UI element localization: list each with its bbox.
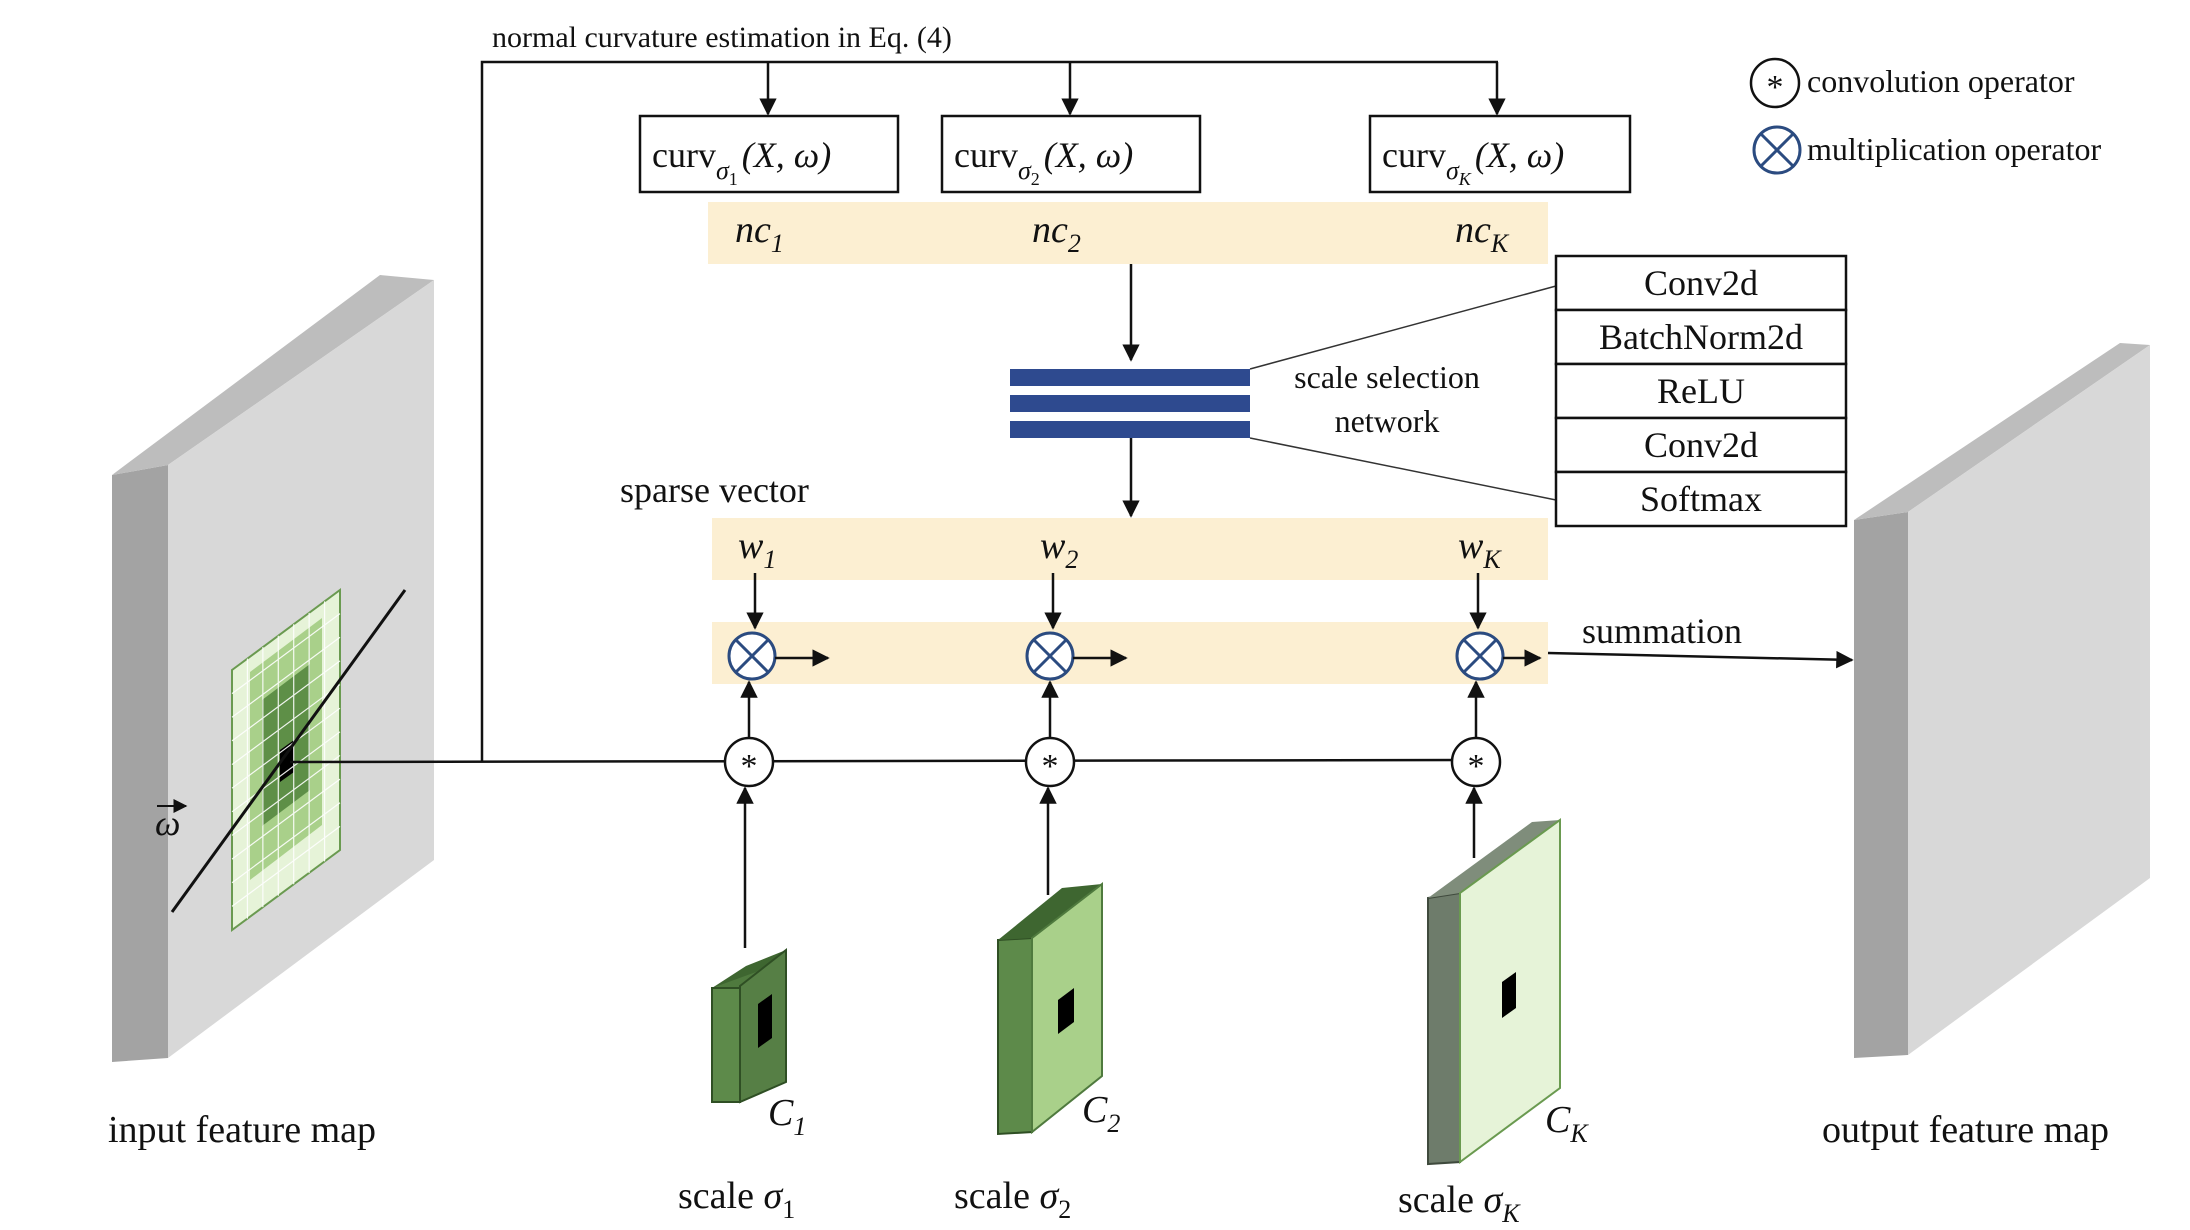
multiplier-2 <box>1025 631 1075 681</box>
zoom-line-top <box>1249 285 1557 370</box>
curv-k-sub: σ <box>1446 156 1460 185</box>
convolution-legend-symbol: * <box>1767 69 1784 106</box>
scale-label-2: scale σ2 <box>954 1175 1071 1224</box>
network-bar-1 <box>1010 369 1250 386</box>
layer-label-softmax: Softmax <box>1640 479 1762 519</box>
kernel-c1 <box>711 947 787 1104</box>
grid-line-horizontal <box>231 778 341 860</box>
grid-line-horizontal <box>231 731 341 813</box>
kernel-label-ck: CK <box>1545 1099 1589 1148</box>
input-receptive-field <box>231 588 341 932</box>
feedback-left <box>480 60 1498 762</box>
curv-box-1: curvσ1(X, ω) <box>638 114 900 194</box>
curv-2-args: (X, ω) <box>1044 135 1133 175</box>
curv-k-subsub: K <box>1458 169 1472 189</box>
output-map-top <box>1854 343 2150 520</box>
legend: * convolution operator multiplication op… <box>1749 57 2101 175</box>
network-label-line2: network <box>1335 403 1440 439</box>
sparse-vector-label: sparse vector <box>620 470 809 510</box>
multiplier-k <box>1455 631 1505 681</box>
curv-k-prefix: curv <box>1382 135 1446 175</box>
input-feature-map-label: input feature map <box>108 1109 376 1151</box>
top-label: normal curvature estimation in Eq. (4) <box>492 21 952 54</box>
output-map-front <box>1908 345 2150 1055</box>
output-feature-map-label: output feature map <box>1822 1109 2109 1151</box>
svg-text:*: * <box>741 748 758 785</box>
input-feature-map: ω <box>112 275 434 1062</box>
layer-box-5 <box>1554 470 1848 528</box>
curvature-feedback-lines <box>480 60 1506 762</box>
grid-line-horizontal <box>231 684 341 766</box>
curv-box-k: curvσK(X, ω) <box>1368 114 1632 194</box>
svg-text:curvσ2(X, ω): curvσ2(X, ω) <box>954 135 1133 189</box>
nc-label-1: nc1 <box>735 209 784 258</box>
scale-label-1: scale σ1 <box>678 1175 795 1224</box>
svg-text:*: * <box>1042 748 1059 785</box>
kernel-ck <box>1427 818 1561 1166</box>
summation-arrow <box>1547 650 1854 669</box>
grid-line-horizontal <box>231 825 341 907</box>
curv-k-args: (X, ω) <box>1475 135 1564 175</box>
network-bar-3 <box>1010 421 1250 438</box>
kernel-label-c2: C2 <box>1082 1089 1120 1138</box>
direction-line <box>170 589 407 913</box>
convolution-node-2: * <box>1024 736 1076 788</box>
layer-label-relu: ReLU <box>1657 371 1745 411</box>
grid-line-horizontal <box>231 636 341 718</box>
convolution-node-1: * <box>723 736 775 788</box>
multiplier-1 <box>727 631 777 681</box>
kernel-c2 <box>997 881 1103 1136</box>
layer-label-conv2d-1: Conv2d <box>1644 263 1758 303</box>
layer-box-1 <box>1554 254 1848 312</box>
scale-selection-network <box>1010 369 1250 438</box>
multiplication-legend-icon <box>1752 125 1802 175</box>
network-label-line1: scale selection <box>1294 359 1480 395</box>
grid-line-horizontal <box>231 754 341 836</box>
network-bar-2 <box>1010 395 1250 412</box>
input-feature-line <box>289 758 1466 764</box>
summation-label: summation <box>1582 611 1742 651</box>
omega-label: ω <box>155 803 180 843</box>
grid-line-horizontal <box>231 613 341 695</box>
curv-box-2: curvσ2(X, ω) <box>940 114 1202 194</box>
input-map-top <box>112 275 434 475</box>
w-label-k: wK <box>1458 525 1502 574</box>
svg-text:curvσ1(X, ω): curvσ1(X, ω) <box>652 135 831 189</box>
curv-2-subsub: 2 <box>1031 169 1040 189</box>
multiplication-band <box>712 622 1548 684</box>
multiplication-legend-label: multiplication operator <box>1807 131 2101 167</box>
layer-box-3 <box>1554 362 1848 420</box>
convolution-legend-icon <box>1749 57 1801 109</box>
grid-line-horizontal <box>231 660 341 742</box>
nc-band <box>708 202 1548 264</box>
receptive-field-inner <box>262 664 310 826</box>
nc-label-k: ncK <box>1455 209 1510 258</box>
curv-1-subsub: 1 <box>729 169 738 189</box>
curv-1-args: (X, ω) <box>742 135 831 175</box>
convolution-legend-label: convolution operator <box>1807 63 2075 99</box>
svg-text:*: * <box>1468 748 1485 785</box>
layer-label-batchnorm2d: BatchNorm2d <box>1599 317 1803 357</box>
weights-band <box>712 518 1548 580</box>
w-label-1: w1 <box>738 525 776 574</box>
output-feature-map <box>1854 343 2150 1058</box>
convolution-node-k: * <box>1450 736 1502 788</box>
curv-1-sub: σ <box>716 156 730 185</box>
kernel-label-c1: C1 <box>768 1092 806 1141</box>
w-label-2: w2 <box>1040 525 1078 574</box>
output-map-side <box>1854 512 1908 1058</box>
curv-1-prefix: curv <box>652 135 716 175</box>
grid-line-horizontal <box>231 802 341 884</box>
grid-line-horizontal <box>231 707 341 789</box>
layer-label-conv2d-2: Conv2d <box>1644 425 1758 465</box>
nc-label-2: nc2 <box>1032 209 1081 258</box>
scale-label-k: scale σK <box>1398 1179 1521 1228</box>
network-layer-stack: Conv2d BatchNorm2d ReLU Conv2d Softmax <box>1554 254 1848 528</box>
zoom-line-bottom <box>1249 437 1557 501</box>
curv-2-prefix: curv <box>954 135 1018 175</box>
curv-2-sub: σ <box>1018 156 1032 185</box>
input-map-side <box>112 465 168 1062</box>
svg-text:curvσK(X, ω): curvσK(X, ω) <box>1382 135 1564 189</box>
